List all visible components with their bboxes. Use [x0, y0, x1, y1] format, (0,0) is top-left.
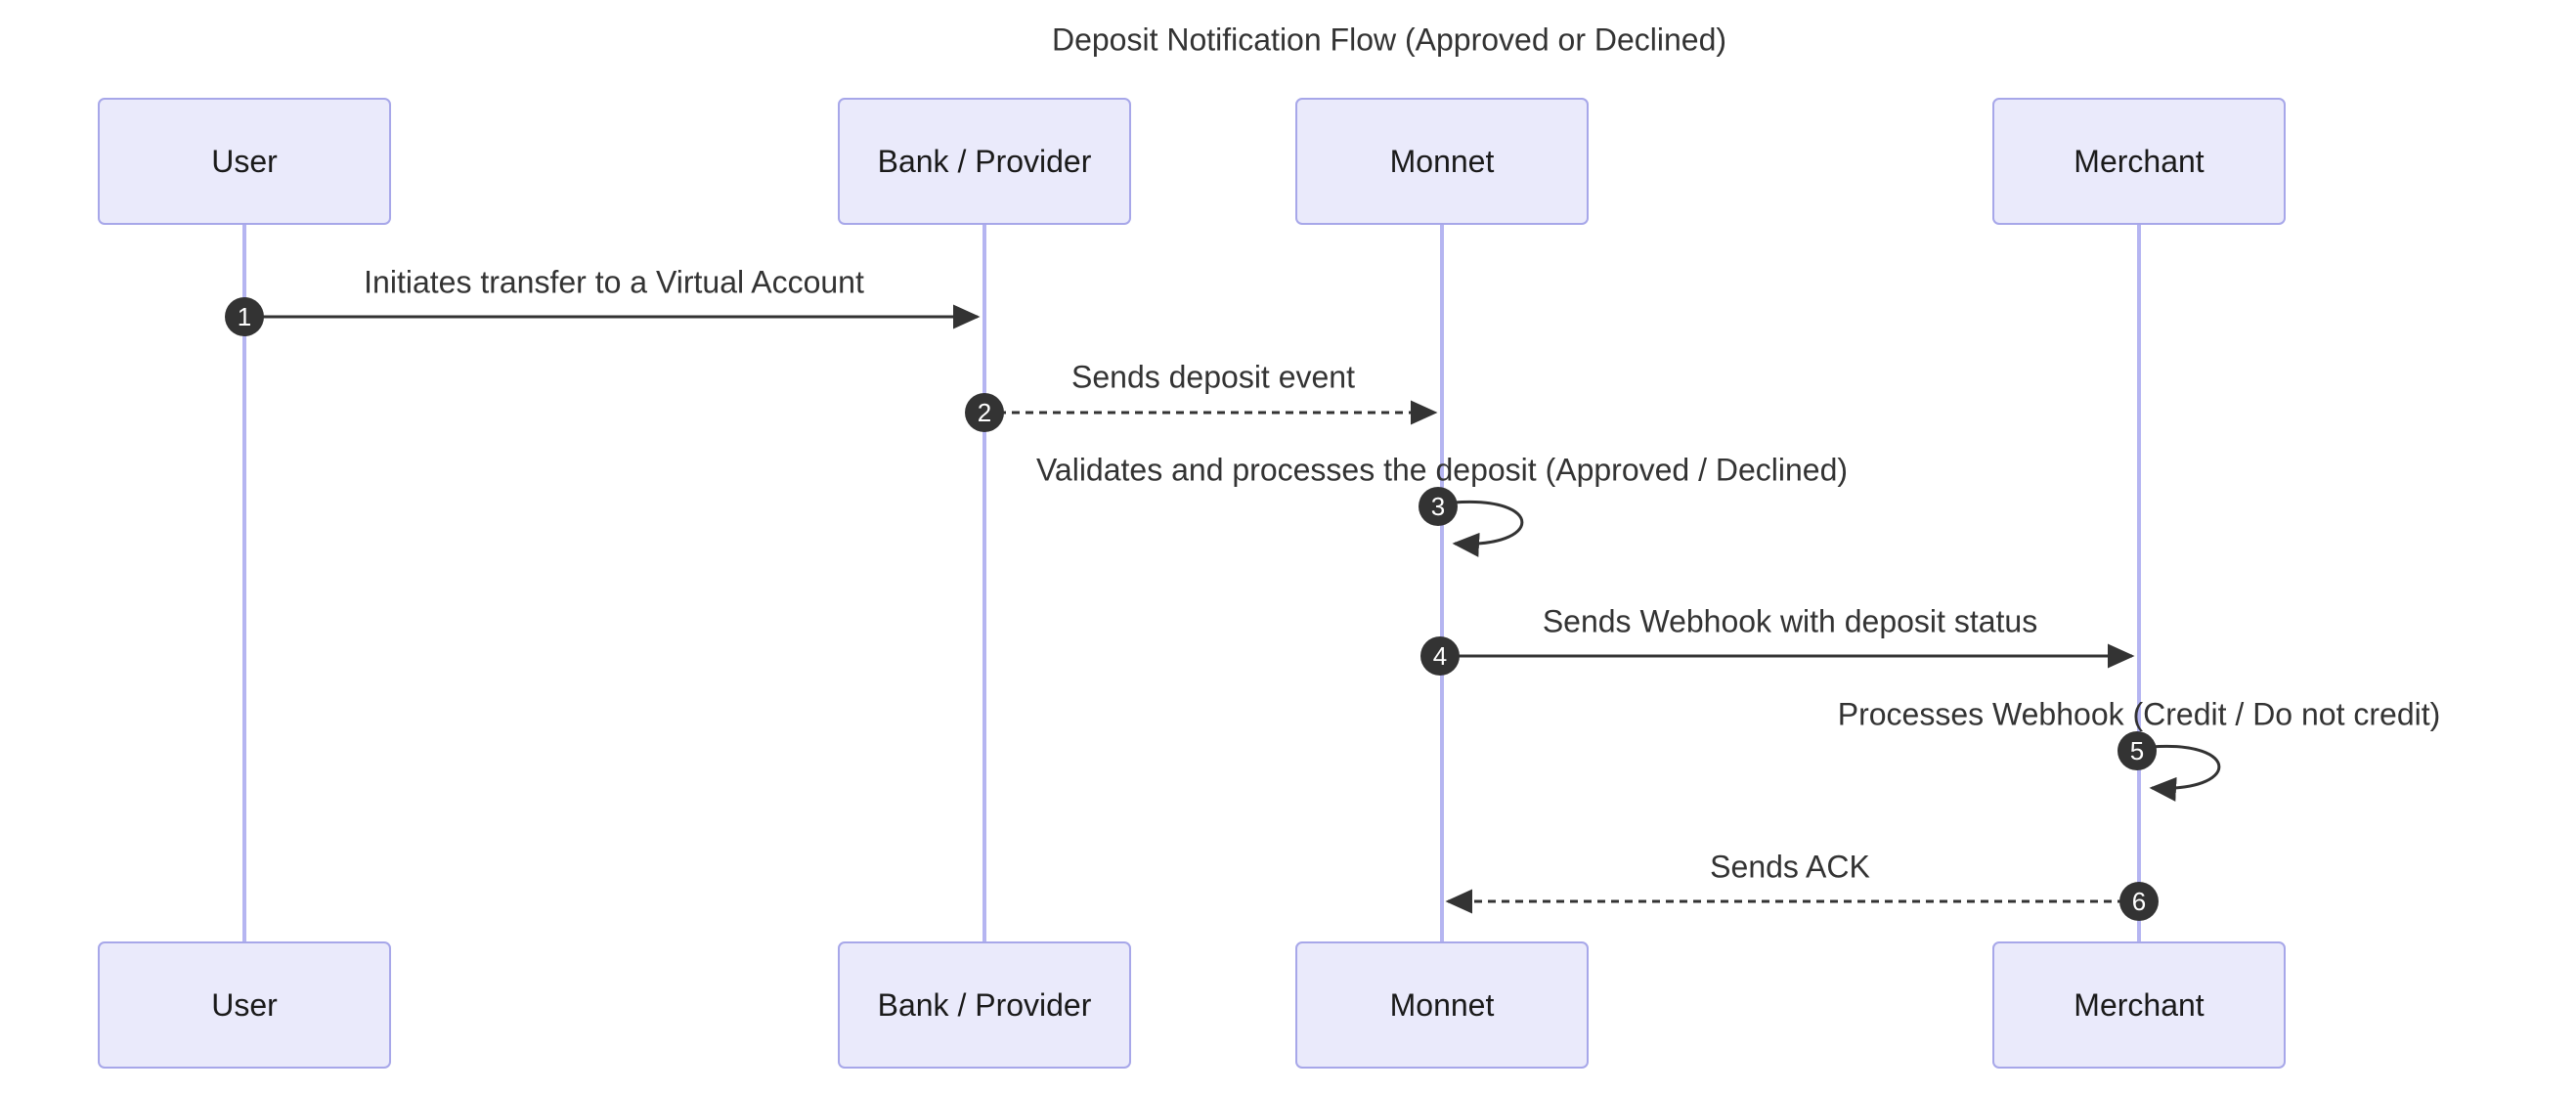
message-1-label: Initiates transfer to a Virtual Account — [364, 264, 864, 300]
actor-merchant-bottom: Merchant — [1992, 941, 2286, 1069]
message-5-self-loop-arrow — [2149, 744, 2221, 802]
actor-merchant-top-label: Merchant — [2074, 143, 2205, 179]
actor-bank-top: Bank / Provider — [838, 98, 1131, 225]
message-1-number-badge: 1 — [225, 297, 264, 336]
message-2-label: Sends deposit event — [1071, 359, 1355, 395]
actor-monnet-top-label: Monnet — [1389, 143, 1495, 179]
actor-user-bottom-label: User — [211, 986, 278, 1023]
message-5-label: Processes Webhook (Credit / Do not credi… — [1837, 696, 2441, 732]
actor-user-top-label: User — [211, 143, 278, 179]
actor-bank-top-label: Bank / Provider — [877, 143, 1092, 179]
message-5-number-badge: 5 — [2118, 731, 2157, 770]
message-4-number-badge: 4 — [1420, 636, 1460, 676]
actor-bank-bottom: Bank / Provider — [838, 941, 1131, 1069]
message-3-label: Validates and processes the deposit (App… — [1035, 452, 1849, 488]
lifeline-bank — [982, 225, 986, 941]
message-4-label: Sends Webhook with deposit status — [1542, 603, 2038, 639]
actor-monnet-top: Monnet — [1295, 98, 1589, 225]
message-6-label: Sends ACK — [1710, 849, 1870, 885]
actor-merchant-top: Merchant — [1992, 98, 2286, 225]
actor-merchant-bottom-label: Merchant — [2074, 986, 2205, 1023]
message-6-number-badge: 6 — [2119, 882, 2159, 921]
actor-monnet-bottom: Monnet — [1295, 941, 1589, 1069]
actor-user-top: User — [98, 98, 391, 225]
lifeline-monnet — [1440, 225, 1444, 941]
actor-monnet-bottom-label: Monnet — [1389, 986, 1495, 1023]
message-3-self-loop-arrow — [1452, 500, 1524, 557]
actor-user-bottom: User — [98, 941, 391, 1069]
actor-bank-bottom-label: Bank / Provider — [877, 986, 1092, 1023]
diagram-title: Deposit Notification Flow (Approved or D… — [1051, 22, 1727, 58]
lifeline-merchant — [2137, 225, 2141, 941]
message-2-number-badge: 2 — [965, 393, 1004, 432]
message-3-number-badge: 3 — [1419, 487, 1458, 526]
lifeline-user — [242, 225, 246, 941]
